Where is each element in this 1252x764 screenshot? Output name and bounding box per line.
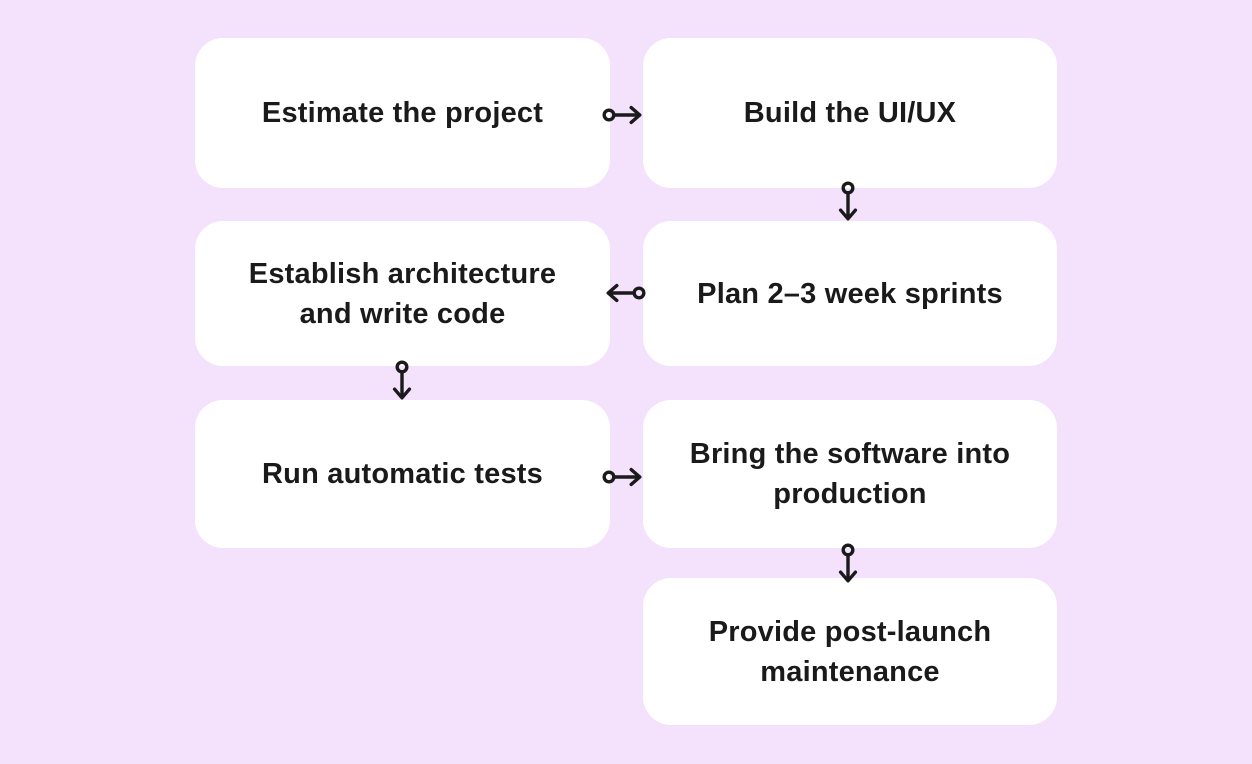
flow-step-production: Bring the software into production xyxy=(643,400,1057,548)
flow-step-plan-sprints: Plan 2–3 week sprints xyxy=(643,221,1057,366)
flow-step-label: Bring the software into production xyxy=(689,438,1011,510)
arrow-right-icon xyxy=(602,100,644,130)
arrow-down-icon xyxy=(387,360,417,402)
arrow-down-icon xyxy=(833,181,863,223)
flow-step-label: Run automatic tests xyxy=(262,458,543,490)
flow-step-label: Plan 2–3 week sprints xyxy=(697,277,1003,310)
flow-step-label: Estimate the project xyxy=(261,97,544,129)
flow-step-establish-architecture: Establish architecture and write code xyxy=(195,221,610,366)
arrow-right-icon xyxy=(602,462,644,492)
flow-step-label: Build the UI/UX xyxy=(743,97,957,129)
flow-step-maintenance: Provide post-launch maintenance xyxy=(643,578,1057,725)
arrow-down-icon xyxy=(833,543,863,585)
flow-step-label: Provide post-launch maintenance xyxy=(708,615,992,688)
flow-step-label: Establish architecture and write code xyxy=(248,257,557,330)
flow-step-build-ui-ux: Build the UI/UX xyxy=(643,38,1057,188)
flow-step-run-tests: Run automatic tests xyxy=(195,400,610,548)
arrow-left-icon xyxy=(604,278,646,308)
flow-step-estimate-project: Estimate the project xyxy=(195,38,610,188)
